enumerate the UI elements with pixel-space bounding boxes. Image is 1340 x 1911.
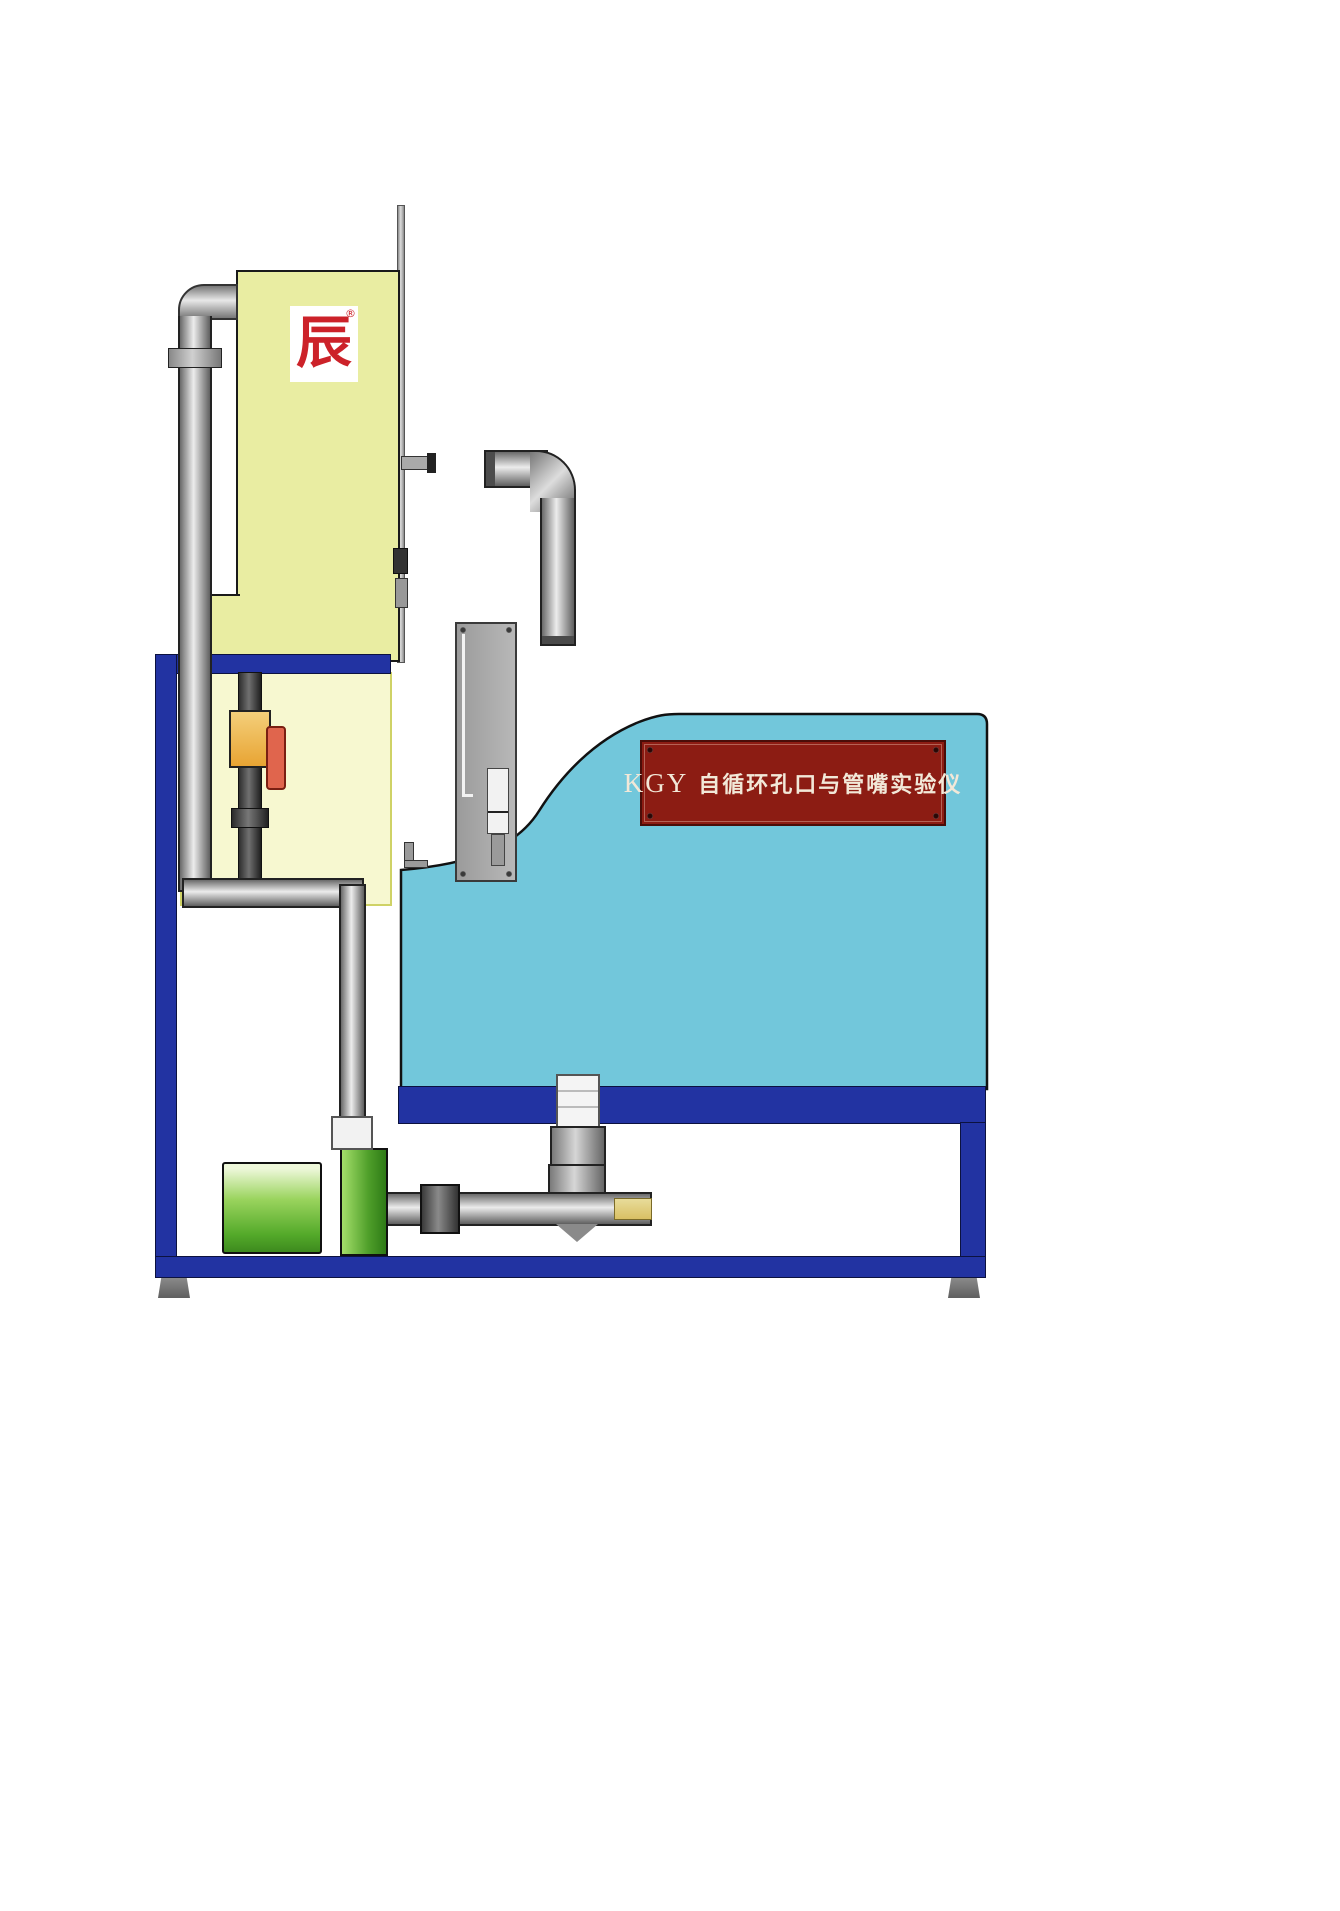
return-pipe-horizontal — [182, 878, 364, 908]
logo-glyph: 辰 — [296, 311, 352, 376]
drain-pipe-coupling — [231, 808, 269, 828]
return-pipe-vertical — [339, 884, 366, 1124]
valve-handle — [266, 726, 286, 790]
rod-clamp-fitting — [393, 548, 408, 574]
pump-inlet-white-coupling — [331, 1116, 373, 1150]
overflow-pipe-open-end — [486, 452, 495, 486]
nameplate-screw-icon — [647, 747, 653, 753]
panel-slider-stem — [491, 834, 505, 866]
supply-pipe-collar — [168, 348, 222, 368]
nameplate-screw-icon — [933, 813, 939, 819]
nameplate-title: 自循环孔口与管嘴实验仪 — [698, 773, 963, 798]
frame-left-post — [155, 654, 177, 1278]
pump-motor — [222, 1162, 322, 1254]
frame-bottom-beam — [155, 1256, 986, 1278]
drain-pipe — [238, 672, 262, 888]
overflow-pipe-vertical — [540, 498, 576, 646]
probe-wire — [462, 634, 465, 796]
rod-nozzle-fitting — [401, 456, 429, 470]
brass-plug — [614, 1198, 652, 1220]
frame-right-post — [960, 1122, 986, 1258]
valve-body — [229, 710, 271, 768]
panel-screw-icon — [506, 627, 512, 633]
frame-foot-left — [158, 1278, 190, 1298]
frame-under-tank-beam — [398, 1086, 986, 1124]
panel-screw-icon — [506, 871, 512, 877]
fitting-rib — [558, 1106, 598, 1108]
nameplate-screw-icon — [647, 813, 653, 819]
nameplate: KGY 自循环孔口与管嘴实验仪 — [624, 740, 960, 826]
tank-bracket-horizontal — [404, 860, 428, 868]
tank-drain-hex-coupling — [550, 1126, 606, 1168]
frame-foot-right — [948, 1278, 980, 1298]
supply-pipe-vertical — [178, 316, 212, 892]
nameplate-screw-icon — [933, 747, 939, 753]
pipe-union-dark-coupling — [420, 1184, 460, 1234]
supply-pipe-elbow — [178, 284, 238, 320]
measuring-panel — [455, 622, 517, 882]
panel-screw-icon — [460, 871, 466, 877]
slider-index-line — [488, 811, 508, 813]
brand-logo: 辰 ® — [290, 306, 358, 382]
rod-nozzle-tip — [427, 453, 436, 473]
probe-hook — [462, 794, 473, 797]
tank-drain-white-fitting — [556, 1074, 600, 1128]
panel-screw-icon — [460, 627, 466, 633]
registered-mark-icon: ® — [345, 307, 356, 320]
upper-tank — [236, 270, 400, 662]
nameplate-brand: KGY — [623, 767, 689, 798]
tee-lower-vee — [556, 1224, 598, 1242]
pump-head — [340, 1148, 388, 1256]
panel-slider — [487, 768, 509, 834]
rod-lower-fitting — [395, 578, 408, 608]
fitting-rib — [558, 1090, 598, 1092]
overflow-pipe-mouth — [542, 636, 574, 644]
